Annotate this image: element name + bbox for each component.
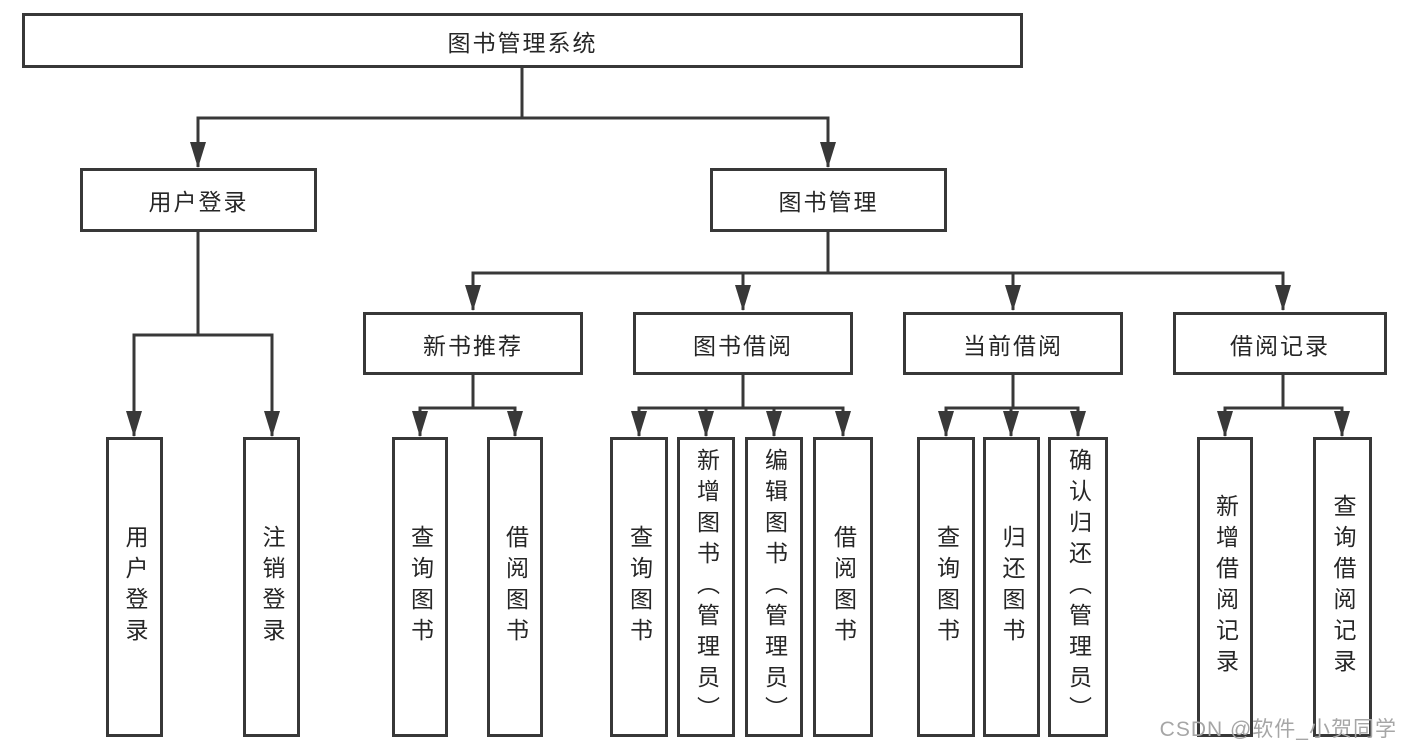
leaf-borrow-books-2: 借阅图书 [813,437,873,737]
leaf-query-books-3: 查询图书 [917,437,975,737]
leaf-query-books-1: 查询图书 [392,437,448,737]
connector-new-book-group [418,373,517,410]
node-current-borrow: 当前借阅 [903,312,1123,375]
leaf-user-login: 用户登录 [106,437,163,737]
leaf-return-book: 归还图书 [983,437,1040,737]
leaf-add-borrow-record: 新增借阅记录 [1197,437,1253,737]
node-new-book-recommend: 新书推荐 [363,312,583,375]
node-book-management-branch: 图书管理 [710,168,947,232]
connector-management-to-modules [471,230,1285,275]
leaf-confirm-return-admin: 确认归还（管理员） [1048,437,1108,737]
connector-root-to-branches [196,66,830,120]
leaf-add-book-admin: 新增图书（管理员） [677,437,735,737]
connector-current-borrow-group [944,373,1080,410]
node-user-login-branch: 用户登录 [80,168,317,232]
connector-book-borrow-group [637,373,845,410]
node-borrow-records: 借阅记录 [1173,312,1387,375]
node-root-library-system: 图书管理系统 [22,13,1023,68]
leaf-borrow-books-1: 借阅图书 [487,437,543,737]
node-book-borrow: 图书借阅 [633,312,853,375]
connector-user-login-group [132,230,274,337]
leaf-query-borrow-record: 查询借阅记录 [1313,437,1372,737]
leaf-logout: 注销登录 [243,437,300,737]
csdn-watermark: CSDN @软件_小贺同学 [1159,718,1397,741]
leaf-query-books-2: 查询图书 [610,437,668,737]
connector-borrow-records-group [1223,373,1344,410]
leaf-edit-book-admin: 编辑图书（管理员） [745,437,803,737]
